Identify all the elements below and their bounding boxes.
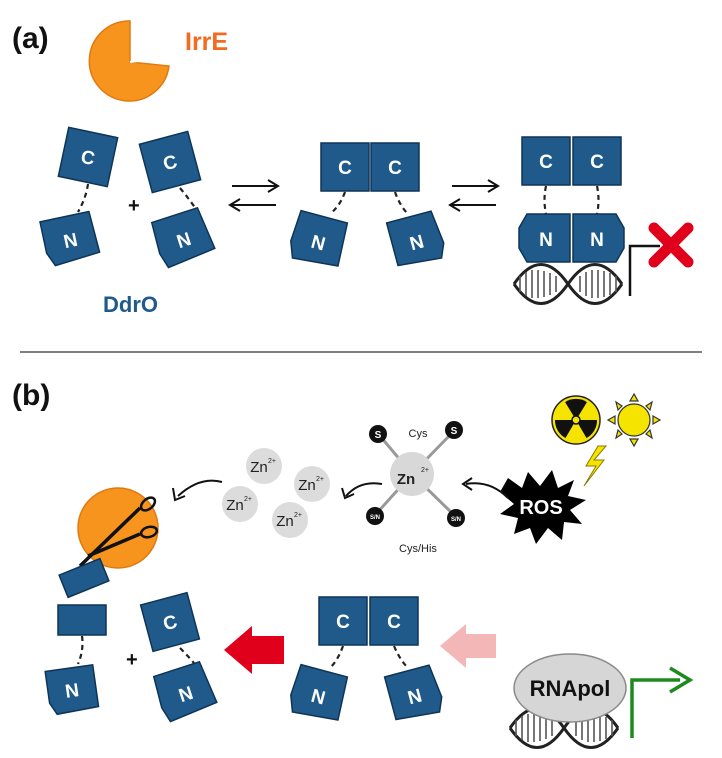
zn-label: Zn <box>397 471 415 488</box>
promoter-bent-line <box>628 244 660 296</box>
equilibrium-arrows-1 <box>228 179 280 212</box>
n-domain-label: N <box>176 683 196 707</box>
ros-burst-icon: ROS <box>500 470 586 544</box>
zn-ion-charge: 2+ <box>244 496 252 503</box>
c-domain-label: C <box>79 147 97 170</box>
zn-ion-charge: 2+ <box>294 512 302 519</box>
zn-ion-label: Zn <box>298 477 316 494</box>
n-domain-label: N <box>62 230 80 253</box>
s-ligand-label: S <box>375 430 382 441</box>
rnapol-label: RNApol <box>530 676 611 701</box>
zn-ion-label: Zn <box>250 459 268 476</box>
equilibrium-arrows-2 <box>448 179 500 212</box>
cleavage-red-arrow <box>224 626 284 674</box>
n-domain-label: N <box>64 680 81 703</box>
cys-label: Cys <box>409 428 428 440</box>
released-zn-ions: Zn 2+ Zn 2+ Zn 2+ Zn 2+ <box>222 448 330 538</box>
ddro-label: DdrO <box>103 292 158 317</box>
ros-label: ROS <box>519 497 562 519</box>
n-domain-label: N <box>408 231 427 255</box>
irre-pacman-icon <box>88 20 171 102</box>
c-domain-label: C <box>336 612 350 633</box>
ddro-dimer-dna-bound: C C N N <box>518 136 625 263</box>
irre-label: IrrE <box>185 28 228 56</box>
n-domain-label: N <box>590 230 604 251</box>
promoter-arrow-icon <box>630 666 694 738</box>
rnapol-icon: RNApol <box>513 653 627 723</box>
ddro-dimer-b: C C N N <box>290 596 443 721</box>
zn-coordination-complex: Zn 2+ S S S/N S/N Cys Cys/His <box>366 421 465 555</box>
cys-his-label: Cys/His <box>399 543 437 555</box>
n-domain-label: N <box>539 230 553 251</box>
zn-ion-charge: 2+ <box>316 476 324 483</box>
zn-charge: 2+ <box>421 467 429 474</box>
sn-ligand-label: S/N <box>451 517 461 523</box>
ddro-monomer-1: C N <box>39 126 119 267</box>
c-domain-label: C <box>590 152 604 173</box>
zn-ion-label: Zn <box>226 497 244 514</box>
n-domain-label: N <box>406 685 425 709</box>
zn-release-arrow <box>345 482 383 497</box>
radiation-icon <box>551 395 601 445</box>
dna-helix-icon <box>512 263 624 305</box>
panel-b-label: (b) <box>12 379 50 412</box>
c-domain-label: C <box>161 611 180 635</box>
zn-ion-charge: 2+ <box>268 458 276 465</box>
ros-to-zn-arrow <box>465 482 509 499</box>
cleaved-ddro-fragment-2: C N <box>139 591 218 723</box>
plus-sign-b: + <box>126 649 138 671</box>
zn-ion-label: Zn <box>276 513 294 530</box>
plus-sign: + <box>128 195 140 217</box>
release-pink-arrow <box>440 624 496 668</box>
c-domain-label: C <box>338 158 352 179</box>
sun-icon <box>606 392 662 448</box>
n-domain-label: N <box>174 229 194 253</box>
c-domain-label: C <box>387 612 401 633</box>
n-domain-label: N <box>309 232 328 256</box>
block-x-icon <box>648 222 694 268</box>
lightning-icon <box>583 445 608 487</box>
c-domain-label: C <box>388 158 402 179</box>
scissors-icon <box>78 496 159 568</box>
n-domain-label: N <box>309 686 328 710</box>
cleaved-ddro-fragment-1: N <box>44 557 110 716</box>
panel-a-label: (a) <box>12 22 49 55</box>
s-ligand-label: S <box>451 426 458 437</box>
ddro-monomer-2: C N <box>138 130 216 269</box>
sn-ligand-label: S/N <box>370 515 380 521</box>
zn-to-irre-arrow <box>177 479 223 497</box>
c-domain-label: C <box>539 152 553 173</box>
ddro-dimer: C C N N <box>290 142 445 267</box>
c-domain-label: C <box>161 151 180 175</box>
